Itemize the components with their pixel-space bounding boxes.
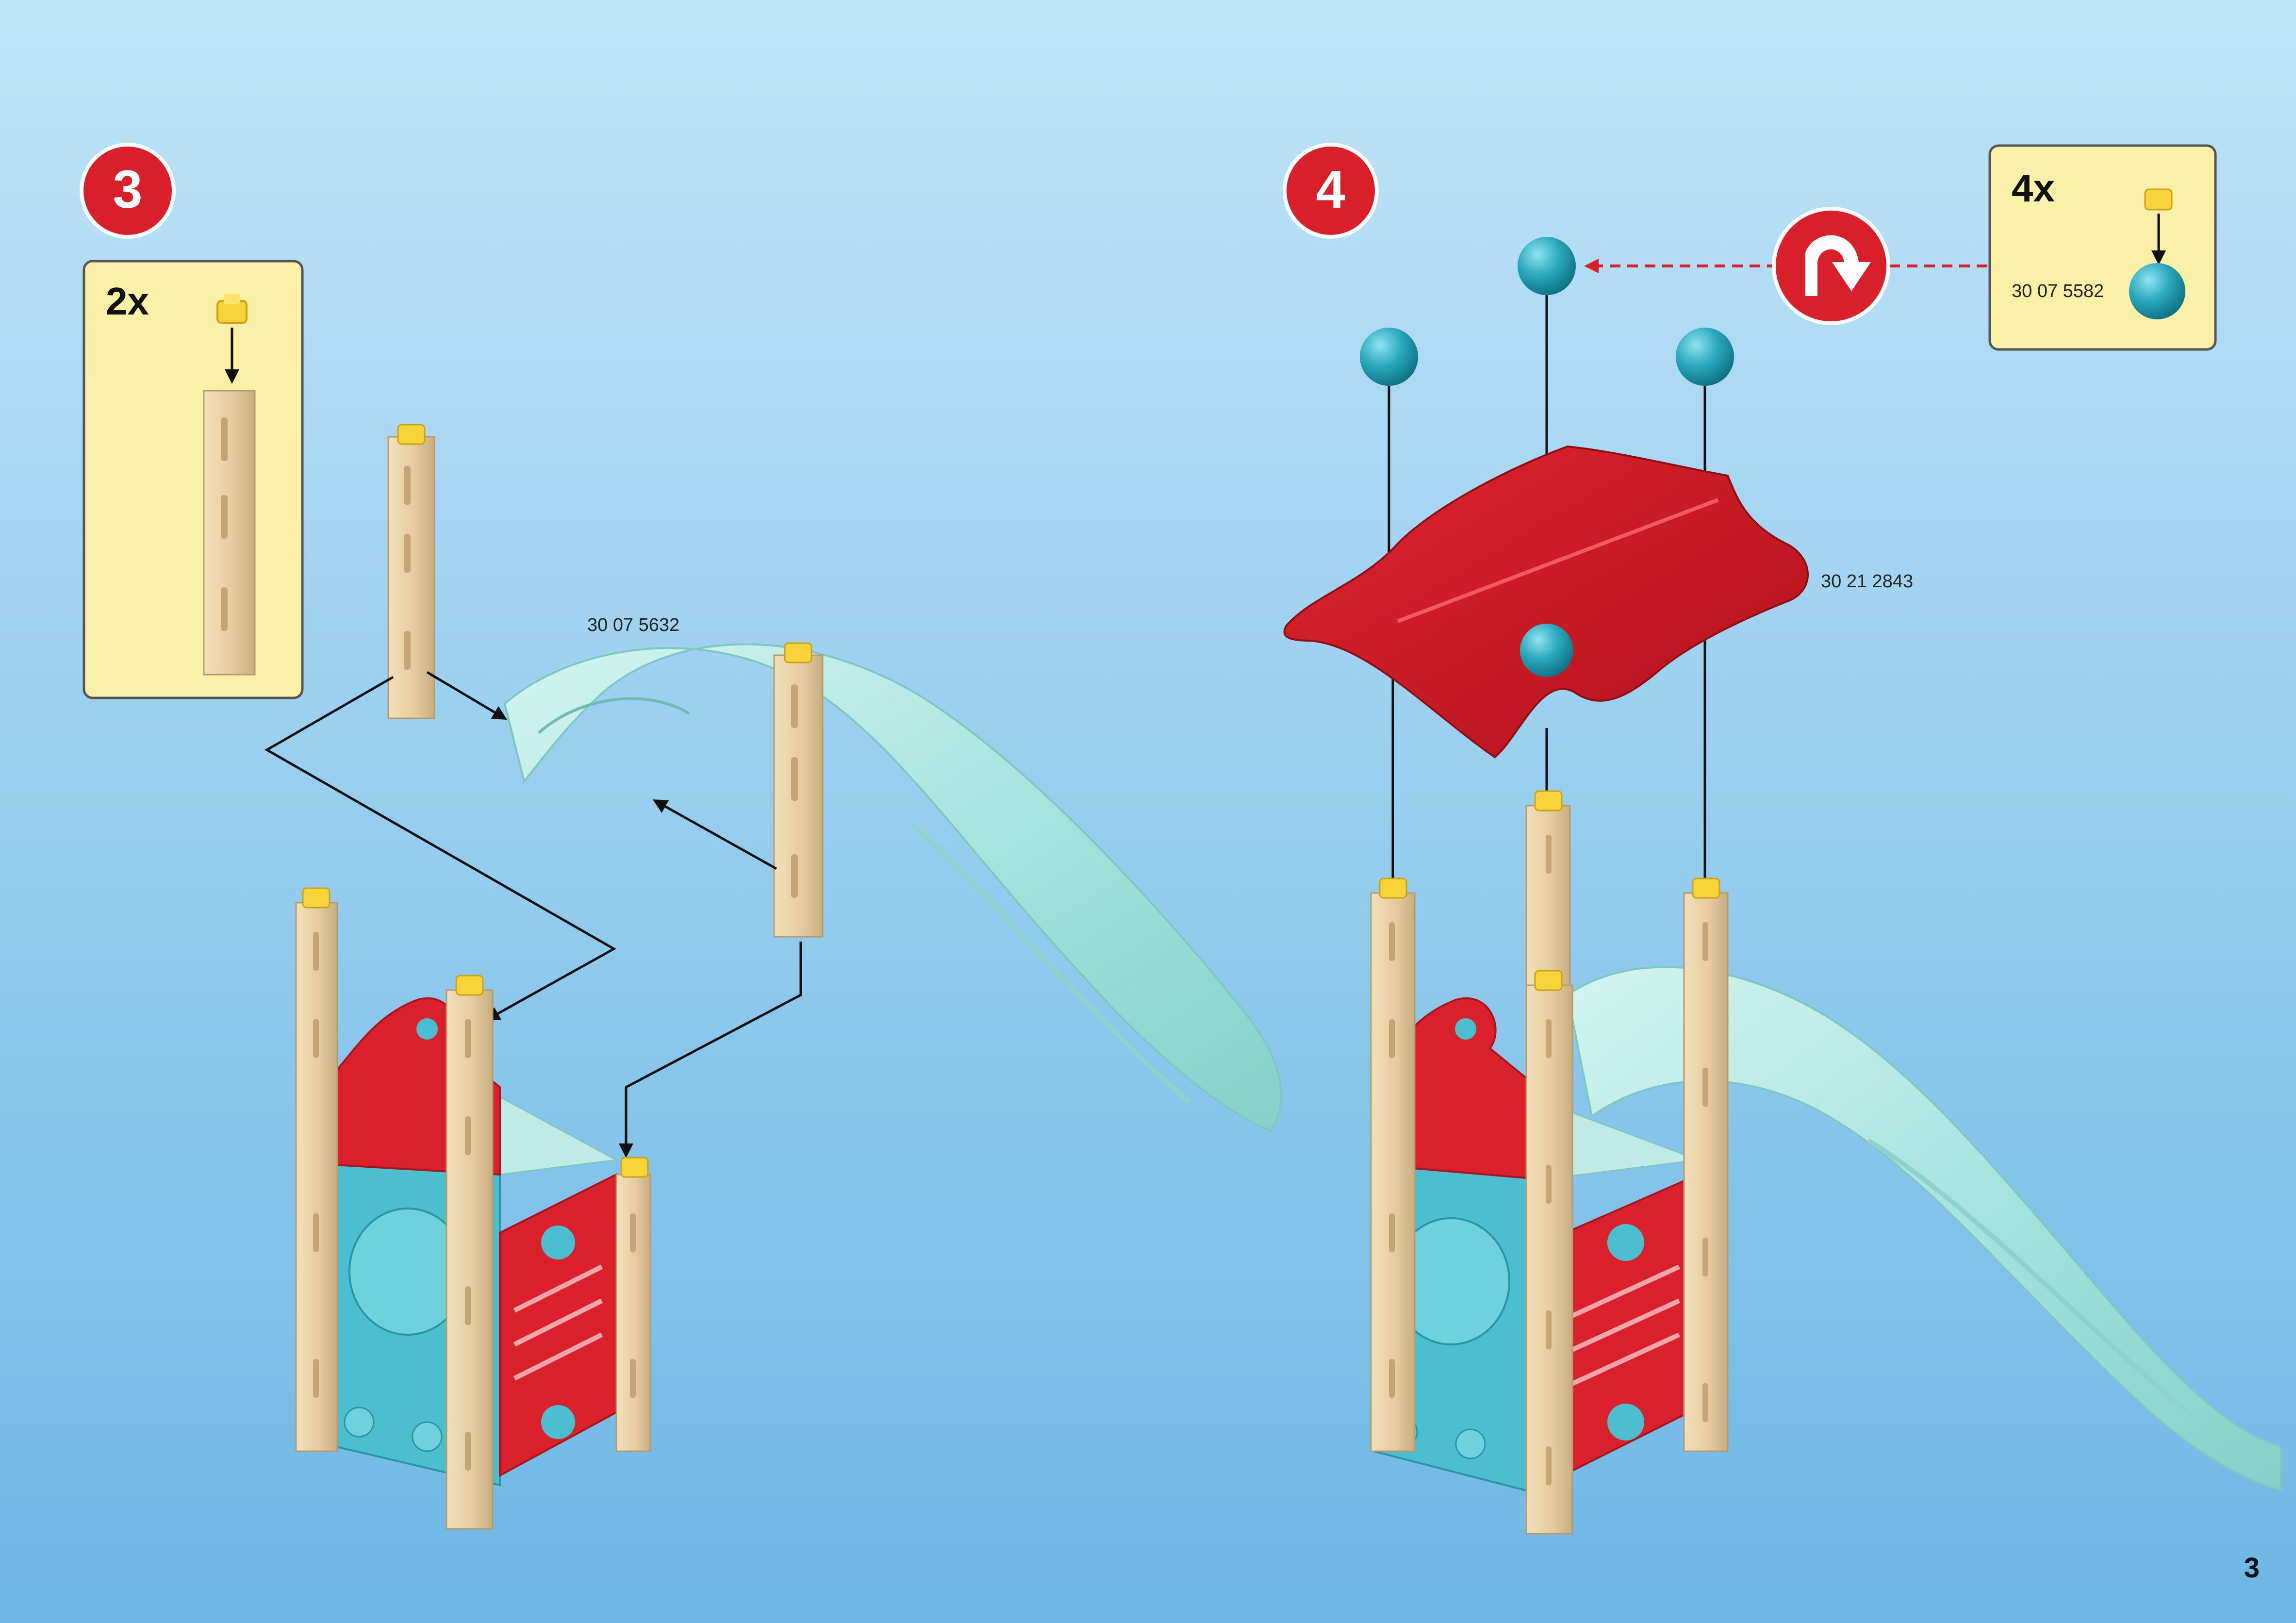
step-4-badge: 4: [1285, 145, 1377, 237]
peg-icon: [2145, 189, 2172, 210]
step-4-part-number: 30 07 5582: [2012, 281, 2104, 301]
roof-part-number: 30 21 2843: [1821, 571, 1913, 592]
peg-icon: [456, 976, 483, 995]
step-4-callout: 4x 30 07 5582: [1990, 146, 2215, 349]
peg-icon: [398, 425, 425, 444]
ball-icon: [1520, 624, 1573, 677]
loose-post-2: [774, 643, 823, 937]
page-number: 3: [2244, 1552, 2260, 1584]
step-3-count-label: 2x: [106, 280, 149, 323]
slide-part-number: 30 07 5632: [587, 615, 679, 635]
step-4-count-label: 4x: [2012, 166, 2055, 210]
step-3-callout: 2x: [84, 261, 302, 698]
rotate-icon: [1774, 209, 1888, 323]
peg-icon: [621, 1158, 648, 1177]
tower-step-3: [296, 888, 650, 1529]
loose-post-1: [388, 425, 434, 718]
peg-icon: [1693, 878, 1719, 898]
roof-part: [1285, 447, 1808, 757]
ball-icon: [2129, 263, 2185, 319]
peg-icon: [785, 643, 811, 662]
peg-icon: [1535, 791, 1562, 811]
step-4-number: 4: [1316, 160, 1345, 219]
peg-icon: [1535, 971, 1562, 990]
step-3-number: 3: [113, 160, 142, 219]
peg-icon: [303, 888, 330, 908]
peg-icon: [1380, 878, 1406, 898]
tower-step-4: [1371, 791, 1728, 1534]
slide-part: [505, 645, 1281, 1131]
step-3-badge: 3: [82, 145, 174, 237]
callout-post: [204, 391, 255, 675]
